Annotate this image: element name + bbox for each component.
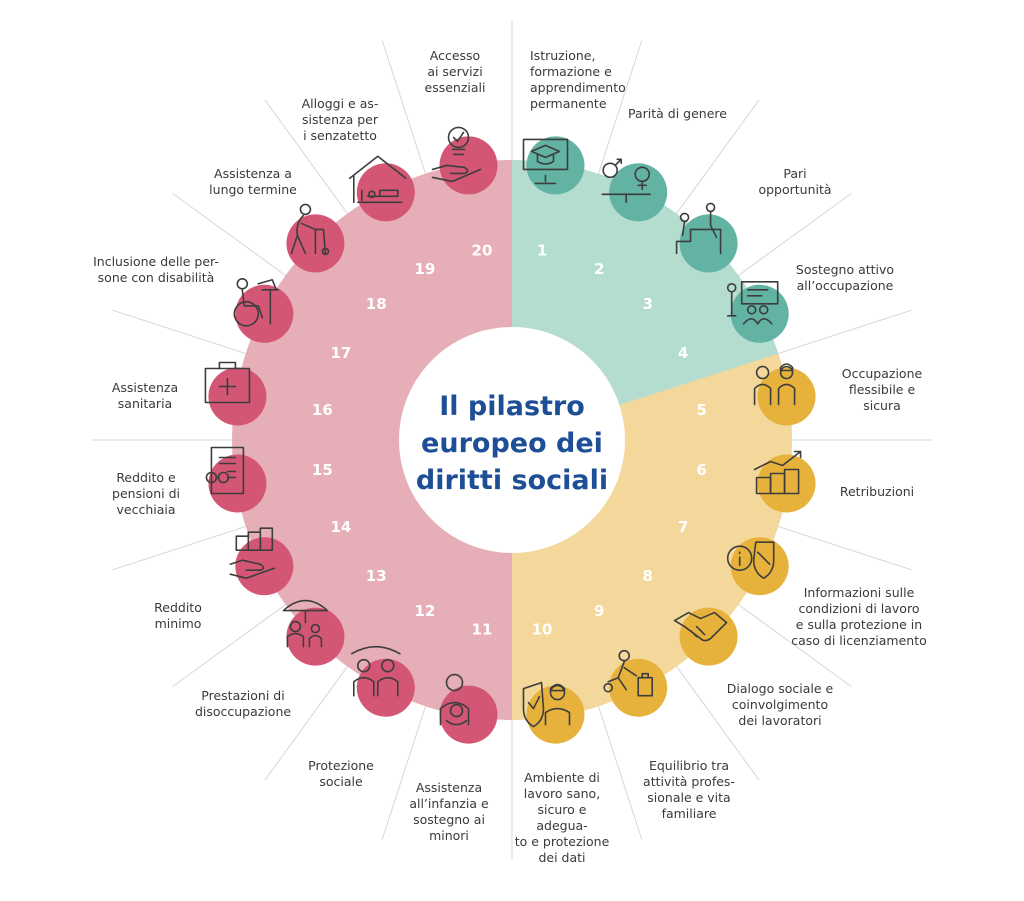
elderly-walker-icon <box>290 203 330 256</box>
principle-label: Assistenza all’infanzia e sostegno ai mi… <box>409 780 489 843</box>
principle-label: Informazioni sulle condizioni di lavoro … <box>791 585 927 648</box>
principle-label: Retribuzioni <box>839 484 915 499</box>
icon-circle <box>679 607 738 666</box>
principle-label: Equilibrio tra attività profes- sionale … <box>643 758 735 821</box>
principle-label: Prestazioni di disoccupazione <box>194 688 292 719</box>
info-shield-icon <box>726 541 775 580</box>
principle-label: Assistenza a lungo termine <box>209 166 297 197</box>
protected-people-icon <box>350 645 401 697</box>
icon-circle <box>757 454 816 513</box>
icon-circle <box>235 537 294 596</box>
principle-label: Ambiente di lavoro sano, sicuro e adegua… <box>514 770 610 865</box>
principle-label: Reddito minimo <box>154 600 202 631</box>
principle-label: Istruzione, formazione e apprendimento p… <box>530 48 626 111</box>
icon-circle <box>526 136 585 195</box>
principle-label: Accesso ai servizi essenziali <box>424 48 486 95</box>
icon-circle <box>286 607 345 666</box>
principle-number: 9 <box>594 602 604 620</box>
icon-circle <box>609 163 668 222</box>
pension-document-icon <box>205 446 245 495</box>
house-bed-icon <box>348 155 407 204</box>
principle-label: Occupazione flessibile e sicura <box>841 366 923 413</box>
umbrella-family-icon <box>282 599 329 648</box>
principle-number: 11 <box>472 621 493 639</box>
principle-label: Protezione sociale <box>308 758 374 789</box>
icon-circle <box>208 367 267 426</box>
principle-label: Assistenza sanitaria <box>111 380 179 411</box>
medical-kit-icon <box>204 361 251 404</box>
principle-number: 4 <box>678 344 688 362</box>
icon-circle <box>526 685 585 744</box>
lightbulb-hand-icon <box>431 126 482 183</box>
principle-number: 2 <box>594 260 604 278</box>
handshake-icon <box>673 611 728 642</box>
principle-number: 8 <box>643 567 653 585</box>
principle-label: Parità di genere <box>628 106 727 121</box>
principle-number: 16 <box>312 401 333 419</box>
principle-label: Inclusione delle per- sone con disabilit… <box>93 254 219 285</box>
icon-circle <box>679 214 738 273</box>
principle-number: 14 <box>330 518 351 536</box>
principle-number: 20 <box>472 241 493 259</box>
graduation-screen-icon <box>522 138 569 185</box>
principle-number: 19 <box>414 260 435 278</box>
title-line-1: Il pilastro <box>439 391 585 422</box>
icon-circle <box>356 658 415 717</box>
principle-label: Alloggi e as- sistenza per i senzatetto <box>301 96 379 143</box>
principle-number: 5 <box>696 401 706 419</box>
work-life-icon <box>603 649 654 697</box>
title-line-3: diritti sociali <box>416 465 608 496</box>
principle-label: Pari opportunità <box>758 166 832 197</box>
safety-worker-icon <box>522 681 571 728</box>
icon-circle <box>235 284 294 343</box>
icon-circle <box>730 284 789 343</box>
principle-number: 3 <box>643 295 653 313</box>
principle-number: 6 <box>696 461 706 479</box>
hand-coins-icon <box>229 527 276 580</box>
icon-circle <box>757 367 816 426</box>
principle-label: Sostegno attivo all’occupazione <box>795 262 895 293</box>
icon-circle <box>356 163 415 222</box>
principle-number: 13 <box>366 567 387 585</box>
principle-number: 12 <box>414 602 435 620</box>
wheelchair-desk-icon <box>233 277 280 327</box>
principle-number: 1 <box>537 241 547 259</box>
coins-growth-icon <box>753 450 802 495</box>
title-line-2: europeo dei <box>421 428 603 459</box>
presentation-icon <box>726 280 779 325</box>
principle-label: Reddito e pensioni di vecchiaia <box>112 470 180 517</box>
icons <box>204 126 802 728</box>
principle-number: 18 <box>366 295 387 313</box>
gender-balance-icon <box>601 158 652 204</box>
principle-label: Dialogo sociale e coinvolgimento dei lav… <box>726 681 834 728</box>
principle-number: 17 <box>330 344 351 362</box>
workers-icon <box>753 363 796 406</box>
center-circle <box>399 327 625 553</box>
child-care-icon <box>439 673 470 726</box>
sector-pink <box>232 160 512 720</box>
principle-number: 7 <box>678 518 688 536</box>
principle-number: 15 <box>312 461 333 479</box>
principle-number: 10 <box>532 621 553 639</box>
equal-steps-icon <box>675 202 722 255</box>
icon-circle <box>208 454 267 513</box>
